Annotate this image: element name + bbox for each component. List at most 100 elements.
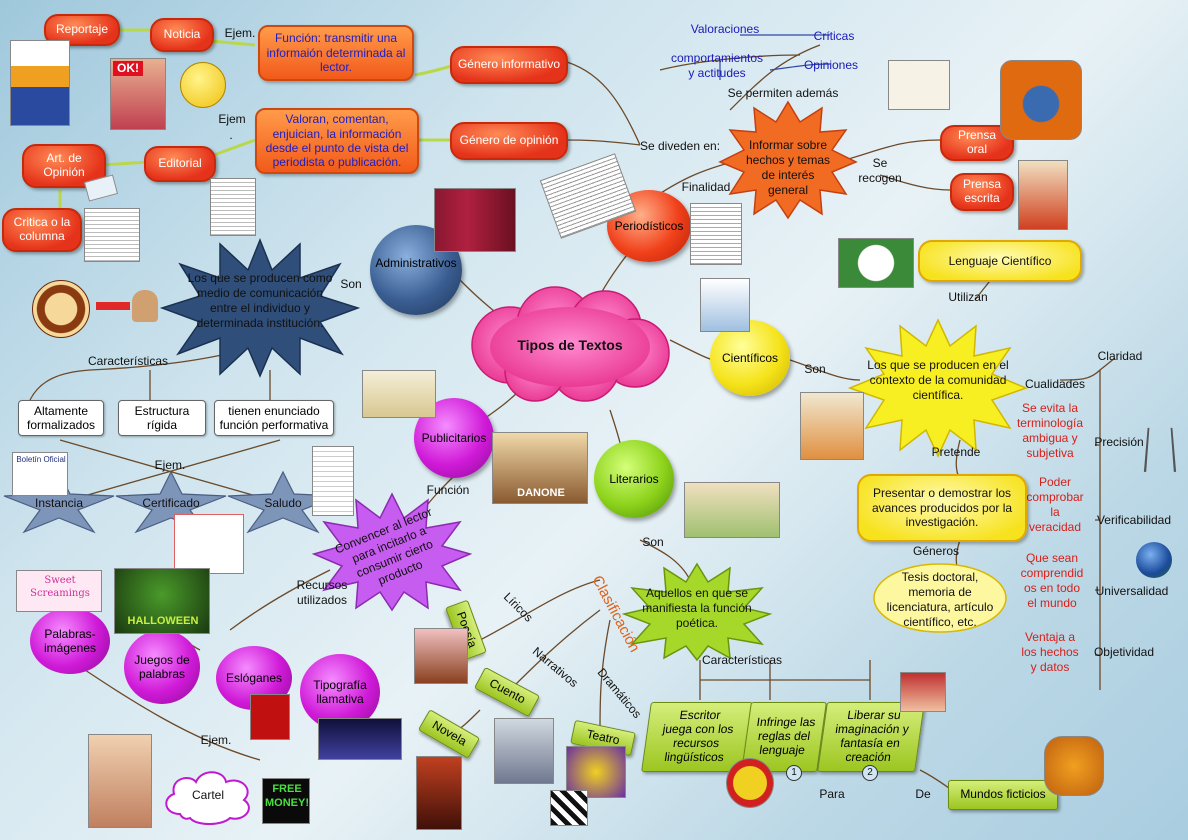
genero-opinion-node[interactable]: Género de opinión	[450, 122, 568, 160]
certificado-star[interactable]: Certificado	[114, 470, 228, 534]
cientificos-label: Científicos	[721, 350, 779, 365]
ejem-label-1: Ejem.	[224, 26, 256, 40]
kof-logo-image	[318, 718, 402, 760]
administrativos-starburst: Los que se producen como medio de comuni…	[159, 237, 361, 378]
prensa-oral-label: Prensa oral	[957, 128, 997, 156]
cloud-shape	[165, 771, 250, 825]
finalidad-text: Informar sobre hechos y temas de interés…	[745, 138, 831, 197]
road-signs-image	[726, 758, 774, 808]
publicitarios-starburst: Convencer al lector para incitarlo a con…	[311, 492, 473, 612]
admin-c1-box: Altamente formalizados	[18, 400, 104, 436]
poder-text: Poder comprobar la veracidad	[1026, 475, 1084, 534]
ok-magazine-text: OK!	[113, 61, 143, 76]
lit-num-2: 2	[862, 765, 878, 781]
generos-text: Tesis doctoral, memoria de licenciatura,…	[886, 570, 994, 629]
juegos-palabras-node[interactable]: Juegos de palabras	[124, 630, 200, 704]
person-icon	[132, 290, 158, 322]
ejem-label-2-dot: .	[229, 128, 233, 142]
lab-cartoon-image	[800, 392, 864, 460]
pretende-text: Presentar o demostrar los avances produc…	[871, 486, 1013, 530]
scientist-globe-image	[838, 238, 914, 288]
sweet-screamings-image: Sweet Screamings	[16, 570, 102, 612]
funcion-info-text: Función: transmitir una informaión deter…	[266, 31, 406, 75]
utilizan-label: Utilizan	[948, 290, 988, 304]
admin-c2-text: Estructura rígida	[134, 403, 190, 432]
publicitarios-label: Publicitarios	[421, 430, 487, 445]
opinion-note-image	[888, 60, 950, 110]
starburst-shape	[847, 318, 1029, 458]
letter-image	[312, 446, 354, 516]
starburst-shape	[159, 237, 361, 378]
claridad-label: Claridad	[1097, 349, 1143, 363]
law-books-image	[434, 188, 516, 252]
comprendidos-text: Que sean comprendid os en todo el mundo	[1020, 551, 1084, 610]
de-label: De	[915, 787, 931, 801]
sweet-screamings-text: Sweet Screamings	[30, 575, 90, 599]
funcion-info-box: Función: transmitir una informaión deter…	[258, 25, 414, 81]
evita-text: Se evita la terminología ambigua y subje…	[1016, 401, 1084, 460]
juegos-palabras-label: Juegos de palabras	[134, 652, 190, 681]
genero-informativo-node[interactable]: Género informativo	[450, 46, 568, 84]
compass-icon	[1143, 427, 1177, 472]
star-shape	[115, 470, 227, 534]
poetry-dolls-image	[414, 628, 468, 684]
coca-cola-image	[250, 694, 290, 740]
valoraciones-label: Valoraciones	[690, 22, 760, 36]
finalidad-label: Finalidad	[681, 180, 731, 194]
clapperboard-image	[550, 790, 588, 826]
recursos-label: Recursos utilizados	[296, 578, 348, 607]
cat-reading-image	[494, 718, 554, 784]
generos-cloud: Tesis doctoral, memoria de licenciatura,…	[870, 560, 1010, 636]
editorial-label: Editorial	[158, 156, 202, 171]
critica-columna-node[interactable]: Critica o la columna	[2, 208, 82, 252]
bicycle-ad-image	[362, 370, 436, 418]
arrow-icon	[96, 302, 130, 310]
literarios-def-text: Aquellos en que se manifiesta la función…	[642, 586, 752, 630]
literarios-starburst: Aquellos en que se manifiesta la función…	[621, 562, 773, 662]
prensa-escrita-label: Prensa escrita	[962, 177, 1002, 205]
administrativos-label: Administrativos	[375, 255, 457, 270]
se-permiten-label: Se permiten además	[727, 86, 839, 100]
comportamientos-label: comportamientos y actitudes	[670, 51, 764, 80]
certificate-image	[174, 514, 244, 574]
clown-newspaper-image	[1018, 160, 1068, 230]
critica-columna-label: Critica o la columna	[13, 215, 71, 243]
halloween-image: HALLOWEEN	[114, 568, 210, 634]
prensa-escrita-node[interactable]: Prensa escrita	[950, 173, 1014, 211]
lit-c3-box: Liberar su imaginación y fantasía en cre…	[817, 702, 925, 772]
lenguaje-cientifico-node[interactable]: Lenguaje Científico	[918, 240, 1082, 282]
danone-text: DANONE	[517, 487, 565, 499]
halloween-text: HALLOWEEN	[127, 615, 199, 627]
cartel-cloud[interactable]: Cartel	[160, 764, 256, 826]
boletin-text: Boletín Oficial	[16, 455, 66, 464]
editorial-node[interactable]: Editorial	[144, 146, 216, 182]
administrativos-caracteristicas-label: Características	[87, 354, 169, 368]
reportaje-label: Reportaje	[55, 22, 109, 37]
noticia-node[interactable]: Noticia	[150, 18, 214, 52]
tipografia-label: Tipografía llamativa	[313, 677, 367, 706]
literarios-node[interactable]: Literarios	[594, 440, 674, 518]
cientificos-son-label: Son	[804, 362, 826, 376]
universalidad-label: Universalidad	[1095, 584, 1169, 598]
cartel-label: Cartel	[191, 788, 224, 802]
genero-opinion-label: Género de opinión	[459, 133, 559, 148]
free-money-text: FREE MONEY!	[265, 783, 309, 809]
literarios-label: Literarios	[609, 471, 659, 486]
genero-informativo-label: Género informativo	[457, 57, 561, 72]
novel-cover-image	[416, 756, 462, 830]
lit-c3-text: Liberar su imaginación y fantasía en cre…	[834, 708, 910, 764]
ice-cream-ad-image	[88, 734, 152, 828]
certificado-label: Certificado	[142, 496, 200, 510]
periodisticos-label: Periodísticos	[614, 218, 684, 233]
cientificos-node[interactable]: Científicos	[710, 320, 790, 396]
tipografia-node[interactable]: Tipografía llamativa	[300, 654, 380, 730]
mundos-ficticios-node[interactable]: Mundos ficticios	[948, 780, 1058, 810]
palabras-imagenes-node[interactable]: Palabras- imágenes	[30, 608, 110, 674]
literarios-caracteristicas-label: Características	[701, 653, 783, 667]
cientificos-starburst: Los que se producen en el contexto de la…	[847, 318, 1029, 458]
funcion-opinion-box: Valoran, comentan, enjuician, la informa…	[255, 108, 419, 174]
tigger-cartoon-image	[1044, 736, 1104, 796]
pretende-label: Pretende	[931, 445, 981, 459]
ventaja-text: Ventaja a los hechos y datos	[1021, 630, 1079, 674]
fantasy-book-image	[684, 482, 780, 538]
